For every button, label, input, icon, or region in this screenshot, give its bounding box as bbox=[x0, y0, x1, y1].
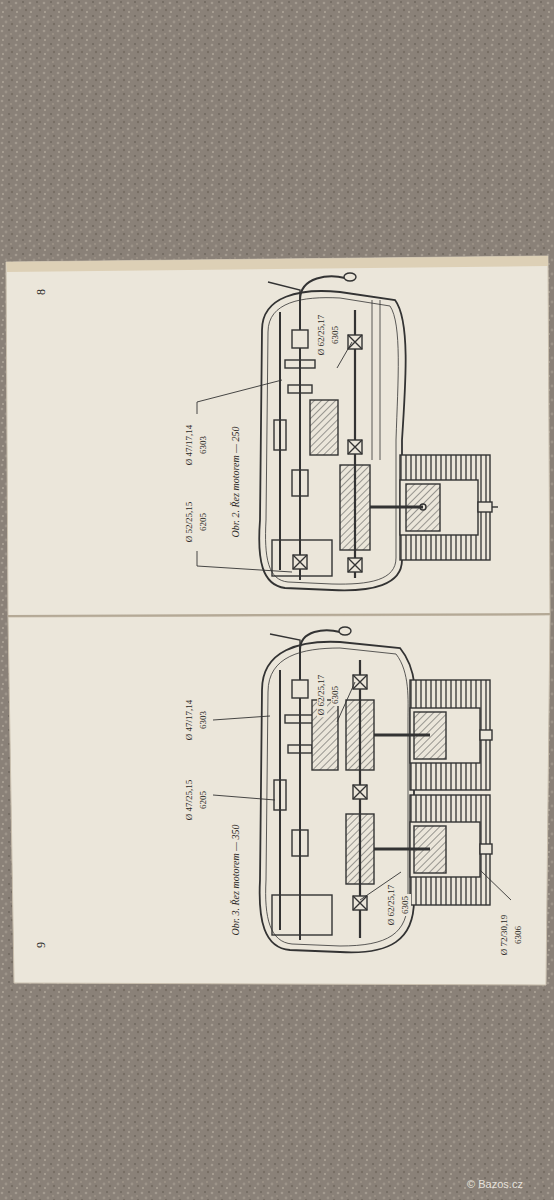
bearing-size: Ø 72/30,19 bbox=[500, 913, 510, 958]
page-number: 9 bbox=[35, 940, 48, 950]
figure-caption: Obr. 2. Řez motorem — 250 bbox=[230, 424, 241, 539]
bearing-size: Ø 47/25,15 bbox=[185, 778, 195, 823]
page-edge bbox=[6, 256, 548, 272]
watermark: © Bazos.cz bbox=[465, 1178, 525, 1190]
bearing-size: Ø 47/17,14 bbox=[185, 423, 195, 468]
page-left bbox=[6, 256, 550, 617]
bearing-code: 6305 bbox=[401, 894, 411, 916]
bearing-size: Ø 52/25,15 bbox=[185, 500, 195, 545]
bearing-size: Ø 62/25,17 bbox=[387, 883, 397, 928]
bearing-size: Ø 47/17,14 bbox=[185, 698, 195, 743]
page-number: 8 bbox=[35, 287, 48, 297]
engine-250-section bbox=[197, 273, 498, 590]
bearing-size: Ø 62/25,17 bbox=[317, 673, 327, 718]
spine bbox=[8, 614, 550, 616]
bearing-code: 6305 bbox=[331, 684, 341, 706]
bearing-code: 6305 bbox=[331, 324, 341, 346]
engine-350-section bbox=[213, 627, 511, 952]
bearing-code: 6303 bbox=[199, 434, 209, 456]
bearing-size: Ø 62/25,17 bbox=[317, 313, 327, 358]
bearing-code: 6205 bbox=[199, 511, 209, 533]
bearing-code: 6303 bbox=[199, 709, 209, 731]
page-right bbox=[8, 615, 550, 985]
bearing-code: 6205 bbox=[199, 789, 209, 811]
figure-caption: Obr. 3. Řez motorem — 350 bbox=[230, 822, 241, 937]
bearing-code: 6306 bbox=[514, 924, 524, 946]
